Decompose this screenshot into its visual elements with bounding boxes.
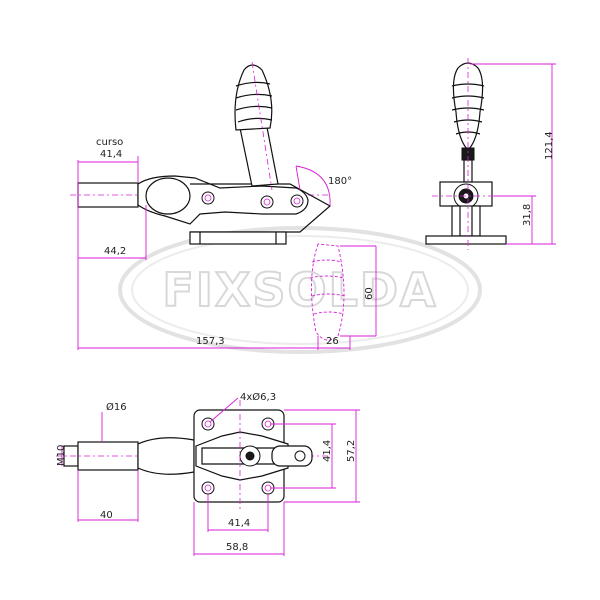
- dim-vert-57-2: 57,2: [346, 440, 357, 462]
- top-view: [56, 400, 330, 512]
- dim-58-8: 58,8: [226, 542, 248, 553]
- dim-40: 40: [100, 510, 113, 521]
- dim-vert-41-4: 41,4: [322, 440, 333, 462]
- dim-angle: 180°: [328, 176, 352, 187]
- stroke-label: curso: [96, 137, 123, 148]
- dim-m10: M10: [56, 445, 67, 466]
- watermark: FIXSOLDA: [118, 226, 482, 354]
- front-base: [425, 235, 507, 245]
- top-dimensions: Ø16 4xØ6,3 M10 40 41,4 58,8 41,4 57,2: [56, 391, 360, 556]
- angle-arc: [295, 165, 331, 207]
- dim-41-4: 41,4: [228, 518, 250, 529]
- side-lever: [239, 121, 279, 187]
- side-grip: [234, 64, 273, 131]
- dim-26: 26: [326, 336, 339, 347]
- dim-diameter: Ø16: [106, 401, 127, 413]
- dim-157-3: 157,3: [196, 336, 225, 347]
- top-clevis: [271, 445, 313, 467]
- side-view: [70, 61, 347, 341]
- watermark-brand: FIXSOLDA: [162, 263, 437, 317]
- stroke-value: 41,4: [100, 149, 122, 160]
- dim-121-4: 121,4: [544, 131, 555, 160]
- dim-31-8: 31,8: [522, 204, 533, 226]
- dim-60: 60: [364, 287, 375, 300]
- dim-44-2: 44,2: [104, 246, 126, 257]
- dim-holes: 4xØ6,3: [240, 391, 276, 403]
- side-dimensions: curso 41,4 44,2 157,3 26 60 180°: [77, 137, 377, 350]
- front-dimensions: 121,4 31,8: [470, 63, 556, 245]
- front-view: [425, 58, 507, 250]
- side-base: [189, 231, 287, 245]
- side-knuckle: [145, 177, 191, 215]
